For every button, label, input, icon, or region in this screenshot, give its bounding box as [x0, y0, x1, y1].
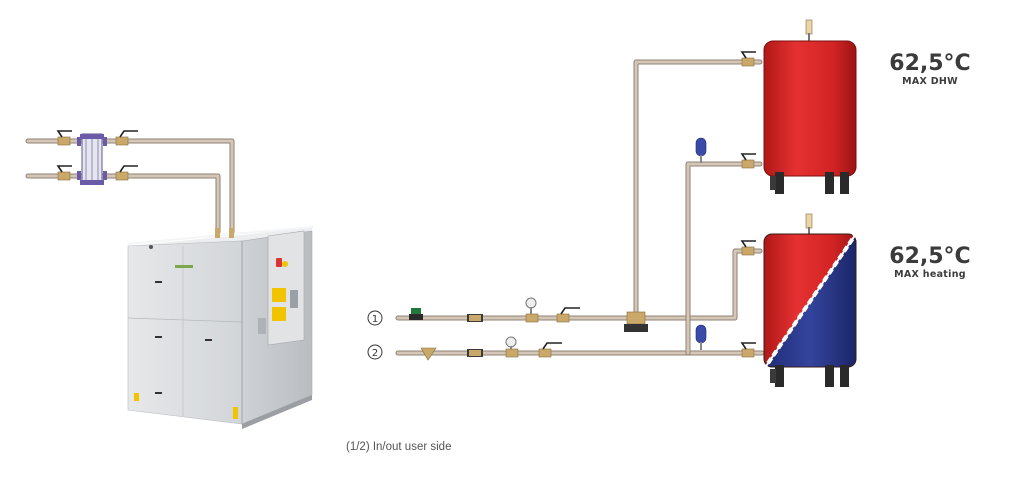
plate-heat-exchanger [77, 133, 107, 185]
line-components [409, 51, 756, 361]
heating-tank [756, 213, 864, 387]
circuit-label-1: 1 [372, 314, 378, 325]
caption: (1/2) In/out user side [346, 441, 452, 453]
circuit-label-2: 2 [372, 348, 378, 359]
dhw-temperature-value: 62,5°C [889, 51, 971, 76]
heating-temperature-value: 62,5°C [889, 244, 971, 269]
dhw-temperature-label: MAX DHW [902, 76, 958, 87]
heat-pump-unit [127, 226, 314, 429]
system-pipes [395, 59, 765, 356]
heating-temperature-block: 62,5°C MAX heating [884, 245, 976, 281]
dhw-tank [763, 19, 857, 194]
heating-temperature-label: MAX heating [894, 269, 966, 280]
dhw-temperature-block: 62,5°C MAX DHW [884, 52, 976, 88]
unit-valves [56, 130, 138, 181]
circuit-marker-1: 1 [367, 310, 383, 326]
circuit-marker-2: 2 [367, 344, 383, 360]
expansion-vessels [695, 137, 707, 350]
unit-pipes [25, 138, 235, 235]
